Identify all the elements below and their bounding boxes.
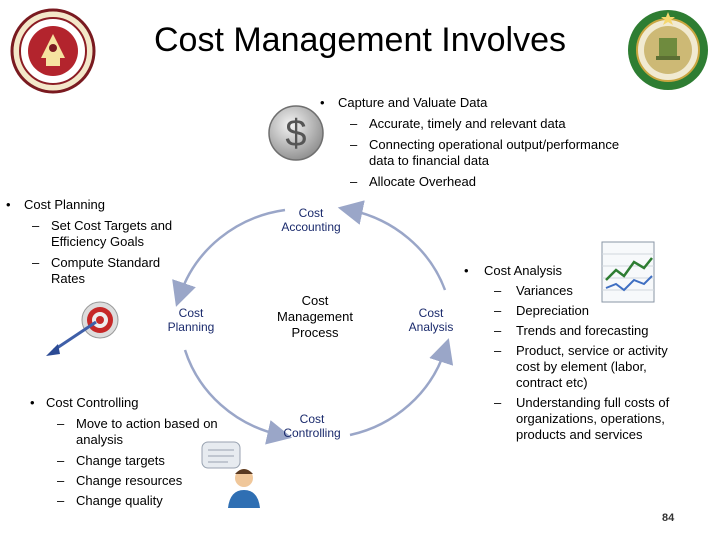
cycle-arrow: [337, 200, 447, 291]
cycle-node-accounting[interactable]: Cost Accounting: [281, 206, 341, 234]
controlling-bullet: •: [30, 395, 35, 410]
dash: –: [494, 323, 502, 338]
controlling-heading: Cost Controlling: [46, 395, 139, 410]
dash: –: [57, 453, 65, 468]
asa-seal-icon: [10, 8, 96, 94]
dash: –: [350, 137, 358, 152]
dash: –: [494, 395, 502, 410]
dash: –: [32, 255, 40, 270]
trend-chart-icon: [598, 240, 658, 306]
dash: –: [350, 174, 358, 189]
dash: –: [494, 283, 502, 298]
planning-item: Set Cost Targets and Efficiency Goals: [51, 218, 173, 249]
dash: –: [57, 473, 65, 488]
analysis-heading: Cost Analysis: [484, 263, 563, 278]
capture-heading: Capture and Valuate Data: [338, 95, 488, 110]
cycle-center-label: Cost Management Process: [277, 293, 353, 340]
dash: –: [57, 416, 65, 431]
dash: –: [57, 493, 65, 508]
capture-item: Connecting operational output/performanc…: [369, 137, 620, 168]
svg-text:$: $: [285, 113, 306, 155]
analysis-item: Variances: [516, 283, 573, 298]
controlling-item: Move to action based on analysis: [76, 416, 218, 447]
army-seal-icon: [626, 8, 710, 92]
cycle-arrow: [183, 349, 293, 445]
cycle-arrow: [172, 208, 286, 307]
planning-bullet: •: [6, 197, 11, 212]
page-title: Cost Management Involves: [154, 21, 566, 59]
planning-item: Compute Standard Rates: [51, 255, 161, 286]
dash: –: [350, 116, 358, 131]
dash: –: [32, 218, 40, 233]
capture-bullet: •: [320, 95, 325, 110]
process-cycle-diagram: [172, 200, 454, 445]
analysis-item: Product, service or activity cost by ele…: [516, 343, 668, 390]
cycle-node-planning[interactable]: Cost Planning: [167, 306, 215, 334]
dollar-coin-icon: $: [266, 104, 326, 162]
cycle-node-controlling[interactable]: Cost Controlling: [283, 412, 341, 440]
person-speech-icon: [200, 440, 266, 510]
analysis-bullet: •: [464, 263, 469, 278]
analysis-item: Understanding full costs of organization…: [516, 395, 670, 442]
dash: –: [494, 343, 502, 358]
capture-item: Allocate Overhead: [369, 174, 476, 189]
dart-target-icon: [44, 298, 126, 360]
page-number: 84: [662, 512, 675, 524]
cycle-node-analysis[interactable]: Cost Analysis: [408, 306, 454, 334]
controlling-item: Change quality: [76, 493, 163, 508]
dash: –: [494, 303, 502, 318]
controlling-item: Change targets: [76, 453, 165, 468]
controlling-item: Change resources: [76, 473, 183, 488]
analysis-item: Depreciation: [516, 303, 589, 318]
cycle-arrow: [349, 338, 454, 437]
analysis-item: Trends and forecasting: [516, 323, 649, 338]
capture-item: Accurate, timely and relevant data: [369, 116, 566, 131]
planning-heading: Cost Planning: [24, 197, 105, 212]
